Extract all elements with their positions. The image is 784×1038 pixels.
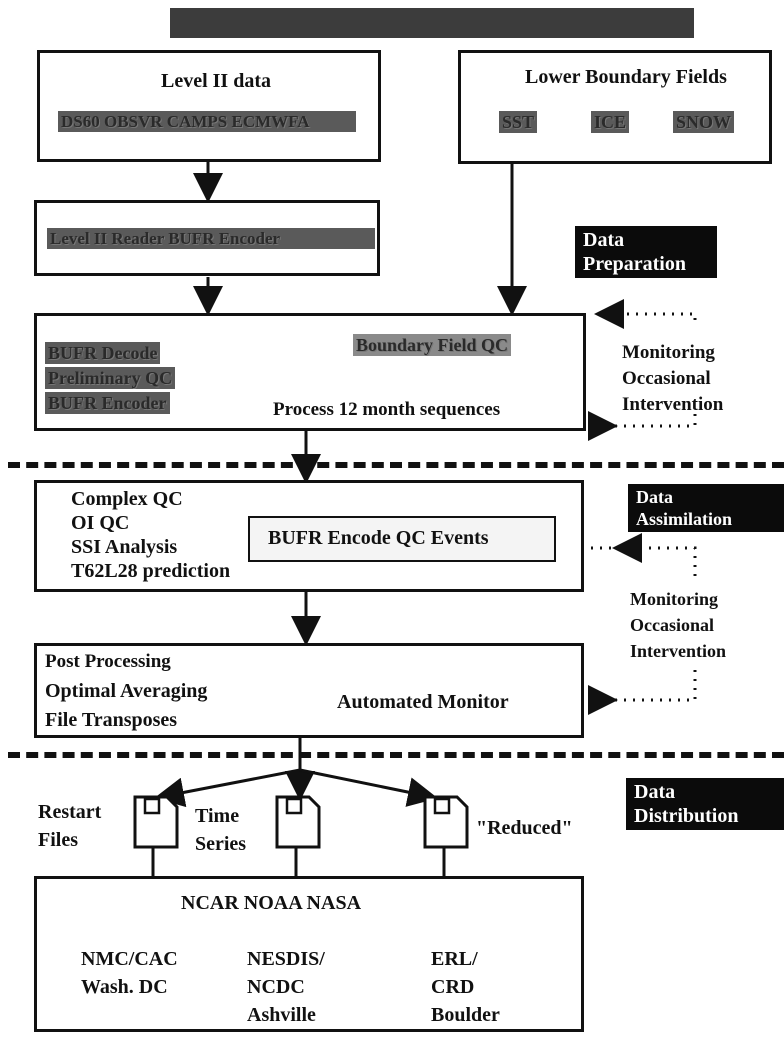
- output-restart-files: Restart Files: [38, 798, 101, 854]
- output-reduced: "Reduced": [476, 817, 573, 839]
- section-tag-assimilation-line2: Assimilation: [636, 509, 733, 529]
- section-tag-distribution-line1: Data: [634, 781, 676, 803]
- prep-line-3: BUFR Encoder: [45, 392, 170, 414]
- monitoring-note-1-line2: Occasional: [622, 368, 711, 389]
- section-tag-distribution-line2: Distribution: [634, 805, 739, 827]
- disk-icon-reduced: [423, 795, 469, 849]
- encoder-box: Level II Reader BUFR Encoder: [34, 200, 380, 276]
- section-tag-assimilation: Data Assimilation: [628, 484, 784, 532]
- output-timeseries-line1: Time: [195, 805, 240, 827]
- center-nesdis: NESDIS/ NCDC Ashville: [247, 945, 325, 1029]
- monitor-arrow-out-2: [588, 668, 697, 702]
- output-restart-line1: Restart: [38, 801, 102, 823]
- assim-line-2: OI QC: [71, 512, 130, 534]
- boundary-field-snow: SNOW: [673, 111, 735, 133]
- preparation-box: BUFR Decode Preliminary QC BUFR Encoder …: [34, 313, 586, 431]
- center-nesdis-line1: NESDIS/: [247, 948, 325, 970]
- prep-line-2: Preliminary QC: [45, 367, 176, 389]
- post-line-2: Optimal Averaging: [45, 680, 208, 702]
- monitoring-note-2: Monitoring Occasional Intervention: [630, 586, 726, 664]
- section-tag-assimilation-line1: Data: [636, 487, 673, 507]
- monitor-arrow-in-1: [594, 299, 697, 329]
- disk-icon-timeseries: [275, 795, 321, 849]
- post-processing-box: Post Processing Optimal Averaging File T…: [34, 643, 584, 738]
- section-tag-preparation: Data Preparation: [575, 226, 717, 278]
- center-nmc: NMC/CAC Wash. DC: [81, 945, 178, 1001]
- process-sequences: Process 12 month sequences: [273, 399, 501, 420]
- post-line-1: Post Processing: [45, 651, 171, 672]
- arrow-to-reduced: [299, 768, 438, 807]
- post-line-3: File Transposes: [45, 709, 178, 731]
- monitor-arrow-in-2: [612, 533, 697, 576]
- assim-line-1: Complex QC: [71, 488, 183, 510]
- monitoring-note-2-line3: Intervention: [630, 641, 726, 661]
- center-nmc-line2: Wash. DC: [81, 976, 168, 998]
- section-tag-preparation-line2: Preparation: [583, 253, 686, 275]
- bufr-qc-events-label: BUFR Encode QC Events: [268, 527, 489, 549]
- monitoring-note-1: Monitoring Occasional Intervention: [622, 340, 723, 418]
- lower-boundary-box: Lower Boundary Fields SST ICE SNOW: [458, 50, 772, 164]
- boundary-field-ice: ICE: [591, 111, 630, 133]
- output-timeseries-line2: Series: [195, 833, 247, 855]
- prep-line-1: BUFR Decode: [45, 342, 161, 364]
- lower-boundary-title: Lower Boundary Fields: [525, 66, 727, 88]
- boundary-field-qc: Boundary Field QC: [353, 334, 512, 356]
- separator-prep-assim: [8, 462, 784, 468]
- center-erl-line3: Boulder: [431, 1004, 500, 1026]
- separator-assim-dist: [8, 752, 784, 758]
- center-erl: ERL/ CRD Boulder: [431, 945, 500, 1029]
- encoder-label: Level II Reader BUFR Encoder: [47, 228, 375, 249]
- center-erl-line1: ERL/: [431, 948, 478, 970]
- section-tag-distribution: Data Distribution: [626, 778, 784, 830]
- output-time-series: Time Series: [195, 802, 246, 858]
- assim-line-3: SSI Analysis: [71, 536, 178, 558]
- monitoring-note-1-line1: Monitoring: [622, 342, 715, 363]
- boundary-field-sst: SST: [499, 111, 538, 133]
- center-nesdis-line2: NCDC: [247, 976, 305, 998]
- monitoring-note-2-line1: Monitoring: [630, 589, 718, 609]
- arrow-to-restart: [154, 768, 301, 808]
- archive-centers-box: NCAR NOAA NASA NMC/CAC Wash. DC NESDIS/ …: [34, 876, 584, 1032]
- level2-data-box: Level II data DS60 OBSVR CAMPS ECMWFA: [37, 50, 381, 162]
- title-banner: [170, 8, 694, 38]
- center-nmc-line1: NMC/CAC: [81, 948, 178, 970]
- section-tag-preparation-line1: Data: [583, 229, 625, 251]
- level2-sources: DS60 OBSVR CAMPS ECMWFA: [58, 111, 356, 132]
- monitoring-note-1-line3: Intervention: [622, 394, 724, 415]
- level2-title: Level II data: [161, 70, 271, 92]
- center-erl-line2: CRD: [431, 976, 475, 998]
- assim-line-4: T62L28 prediction: [71, 560, 231, 582]
- disk-icon-restart: [133, 795, 179, 849]
- bufr-qc-events-box: BUFR Encode QC Events: [248, 516, 556, 562]
- automated-monitor: Automated Monitor: [337, 691, 509, 713]
- center-nesdis-line3: Ashville: [247, 1004, 316, 1026]
- output-restart-line2: Files: [38, 829, 78, 851]
- archive-title: NCAR NOAA NASA: [181, 892, 362, 914]
- monitoring-note-2-line2: Occasional: [630, 615, 714, 635]
